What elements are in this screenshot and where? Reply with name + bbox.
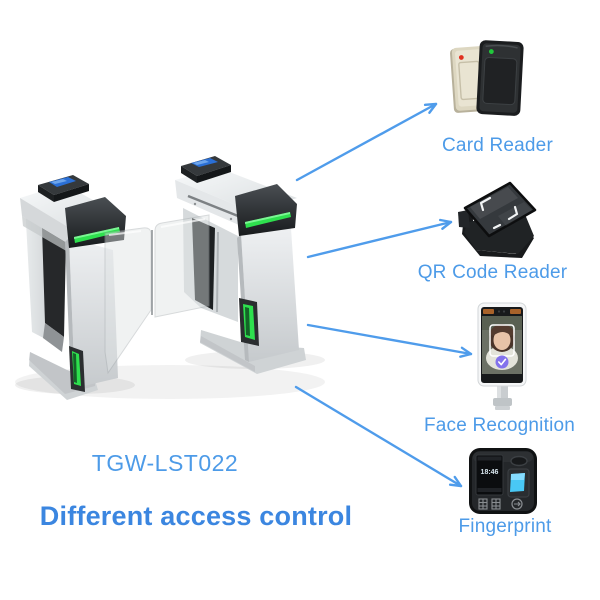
arrow-to-qr-code-reader bbox=[306, 218, 453, 259]
fingerprint-screen-time: 18:46 bbox=[481, 469, 499, 476]
face-device-pole bbox=[493, 384, 512, 410]
qr-code-reader-label: QR Code Reader bbox=[417, 262, 568, 283]
fingerprint-speaker bbox=[510, 455, 528, 467]
fingerprint-label: Fingerprint bbox=[458, 516, 552, 537]
card-reader-image bbox=[444, 36, 532, 122]
turnstile-illustration bbox=[5, 140, 345, 410]
right-glass-wing bbox=[154, 214, 210, 318]
arrow-to-card-reader bbox=[295, 102, 438, 182]
card-reader-black bbox=[476, 40, 524, 116]
glass-wings bbox=[104, 214, 210, 375]
arrow-to-fingerprint bbox=[294, 385, 463, 488]
beige-reader-led-red bbox=[458, 55, 464, 60]
qr-scan-brackets bbox=[479, 196, 519, 230]
arrow-to-face-recognition bbox=[306, 323, 473, 358]
fingerprint-exit-icon bbox=[511, 498, 523, 510]
face-ir-light-left bbox=[483, 309, 494, 314]
qr-code-reader-svg bbox=[458, 181, 537, 258]
turnstile-svg bbox=[15, 156, 325, 400]
card-reader-label: Card Reader bbox=[442, 135, 553, 156]
face-ir-light-right bbox=[510, 309, 521, 314]
fingerprint-sensor bbox=[507, 468, 530, 498]
fingerprint-image: 18:46 bbox=[464, 444, 542, 520]
face-recognition-image bbox=[470, 300, 535, 418]
qr-code-reader-image bbox=[450, 172, 540, 264]
fingerprint-screen: 18:46 bbox=[475, 454, 504, 496]
left-pedestal-opening bbox=[42, 228, 66, 337]
left-reader-cap bbox=[38, 175, 89, 202]
fingerprint-svg: 18:46 bbox=[469, 448, 537, 514]
left-glass-wing bbox=[104, 227, 152, 375]
fingerprint-keypad-icons bbox=[478, 498, 501, 510]
right-front-cap bbox=[235, 184, 297, 236]
face-recognition-label: Face Recognition bbox=[423, 415, 576, 436]
product-tagline: Different access control bbox=[39, 501, 353, 531]
right-reader-cap bbox=[181, 156, 231, 183]
right-pedestal-inner-panel bbox=[192, 218, 215, 310]
left-bottom-led bbox=[69, 346, 85, 392]
face-recognition-svg bbox=[477, 302, 527, 410]
right-beam-slot bbox=[187, 194, 239, 218]
card-reader-svg bbox=[450, 40, 524, 116]
right-bottom-led bbox=[239, 298, 259, 346]
product-model: TGW-LST022 bbox=[91, 450, 239, 476]
face-verified-badge bbox=[495, 355, 509, 369]
black-reader-led-green bbox=[488, 49, 494, 54]
right-pedestal bbox=[175, 156, 306, 374]
left-pedestal bbox=[20, 175, 126, 400]
qr-glass bbox=[463, 181, 537, 238]
